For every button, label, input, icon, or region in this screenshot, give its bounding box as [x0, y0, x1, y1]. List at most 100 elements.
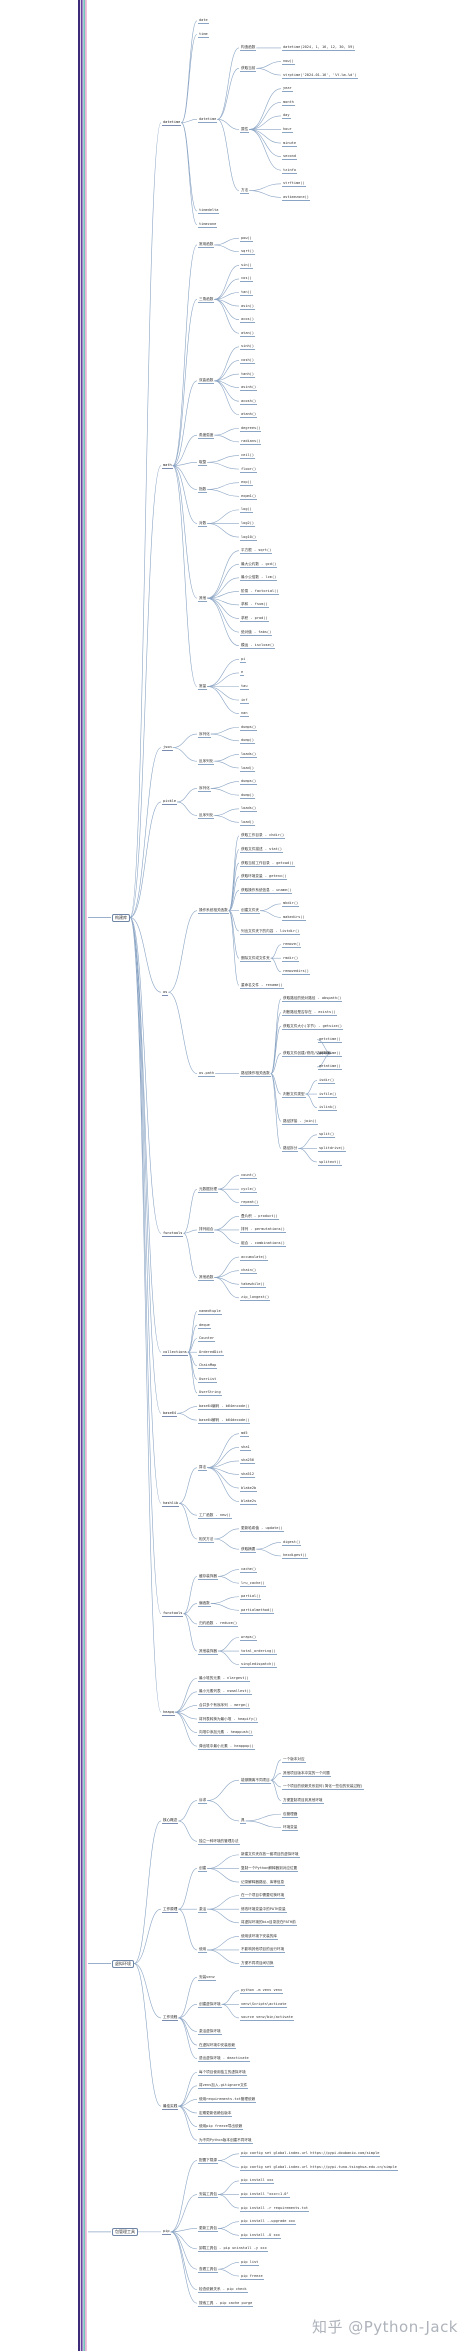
connector-line: [217, 2160, 240, 2168]
node-node: 路径拆分: [282, 1145, 299, 1152]
connector-line: [181, 34, 198, 123]
connector-line: [179, 1503, 198, 1540]
watermark: 知乎 @Python-Jack: [311, 2318, 458, 2336]
connector-line: [181, 118, 198, 123]
connector-line: [217, 1569, 240, 1577]
connector-line: [210, 726, 240, 735]
node-removedirs: removedirs(): [282, 969, 310, 976]
node-lru-cache: lru_cache(): [240, 1580, 266, 1587]
node-cos: cos(): [240, 276, 253, 283]
node-chainmap: ChainMap: [198, 1363, 218, 1370]
node-blake2s: blake2s: [240, 1499, 258, 1506]
node-hour: hour: [282, 126, 293, 133]
connector-line: [214, 428, 240, 436]
connector-line: [172, 434, 198, 467]
connector-line: [172, 244, 198, 467]
node-getsize: 获取文件大小(字节) - getsize(): [282, 1023, 344, 1030]
connector-line: [207, 455, 240, 463]
node-node: 角度弧度: [198, 432, 215, 439]
connector-line: [270, 1025, 282, 1074]
node-pip-config-set-global-index-url-https-pypi-tuna-tsinghua-edu-cn-simple: pip config set global.index-url https://…: [240, 2164, 398, 2171]
node-getcwd: 获取当前工作目录 - getcwd(): [240, 860, 295, 867]
connector-line: [183, 1233, 198, 1278]
node-update: 更新哈希值 - update(): [240, 1526, 284, 1533]
connector-line: [178, 1800, 198, 1822]
connector-line: [214, 265, 240, 300]
connector-line: [217, 2221, 240, 2229]
connector-line: [214, 1528, 240, 1540]
node-gcd: 最大公约数 - gcd(): [240, 561, 278, 568]
connector-line: [178, 2085, 198, 2107]
node-zip-longest: zip_longest(): [240, 1295, 271, 1302]
node-product: 叠片积 - product(): [240, 1213, 279, 1220]
connector-line: [249, 183, 282, 191]
connector-line: [187, 1324, 198, 1353]
node-year: year: [282, 86, 293, 93]
node-tau: tau: [240, 683, 249, 690]
connector-line: [214, 1277, 240, 1299]
connector-line: [214, 346, 240, 382]
node-join: 路径拼接 - join(): [282, 1118, 318, 1125]
connector-line: [214, 360, 240, 382]
connector-line: [270, 1053, 282, 1074]
node-node: 方便不同项目间切换: [240, 1961, 275, 1968]
node-node: 三角函数: [198, 296, 215, 303]
connector-line: [214, 299, 240, 334]
node-python-m-venv-venv: python -m venv venv: [240, 1988, 284, 1995]
connector-line: [207, 659, 240, 687]
node-node: 具: [240, 1818, 246, 1825]
node-node: 反序列化: [198, 813, 215, 820]
node-pip-cache-purge: 搜索工具 - pip cache purge: [198, 2300, 254, 2307]
node-accumulate: accumulate(): [240, 1254, 268, 1261]
connector-line: [217, 1576, 240, 1584]
connector-line: [207, 1936, 240, 1951]
node-path: 修改环境变量中的PATH变量: [240, 1906, 287, 1913]
connector-line: [214, 237, 240, 246]
connector-line: [214, 815, 240, 823]
connector-line: [228, 910, 240, 932]
node-cycle: cycle(): [240, 1186, 258, 1193]
connector-line: [259, 903, 282, 911]
node-date: date: [198, 18, 209, 25]
node-venv-scripts-activate: venv\Scripts\activate: [240, 2001, 288, 2008]
node-pip-list: pip list: [240, 2259, 260, 2266]
node-node: 查看工具包: [198, 2266, 218, 2273]
connector-line: [214, 1216, 240, 1231]
connector-line: [129, 747, 162, 918]
node-radians: radians(): [240, 439, 262, 446]
node-rename: 重命名文件 - rename(): [240, 982, 284, 989]
node-abspath: 获取路径的绝对路径 - abspath(): [282, 996, 343, 1003]
node-functools: functools: [162, 1611, 184, 1618]
node-dump: dump(): [240, 792, 255, 799]
connector-line: [256, 61, 282, 69]
node-node: 工作流程: [162, 2015, 179, 2022]
node-splitext: splitext(): [318, 1159, 342, 1166]
node-nsmallest: 最小元素列表 - nsmallest(): [198, 1689, 252, 1696]
node-exp: exp(): [240, 480, 253, 487]
connector-line: [133, 1963, 162, 2019]
connector-line: [170, 2160, 198, 2233]
connector-line: [221, 1990, 240, 2005]
connector-line: [187, 1351, 198, 1394]
connector-line: [207, 1433, 240, 1468]
node-ceil: ceil(): [240, 453, 255, 460]
connector-line: [172, 380, 198, 467]
node-pip-config-set-global-index-url-https-pypi-doubanio-com-simple: pip config set global.index-url https://…: [240, 2151, 381, 2158]
connector-line: [217, 2262, 240, 2270]
node-getatime: getatime(): [318, 1064, 342, 1071]
branch-node: 构建库: [112, 913, 130, 922]
connector-line: [217, 2153, 240, 2161]
node-mkdir: mkdir(): [282, 901, 300, 908]
node-pip-install-xxx-1-0: pip install "xxx>=1.0": [240, 2192, 290, 2199]
connector-line: [183, 1229, 198, 1234]
node-fabs: 绝对值 - fabs(): [240, 629, 273, 636]
node-node: 方法: [240, 188, 250, 195]
node-deactivate: 退出虚拟环境 - deactivate: [198, 2056, 250, 2063]
connector-line: [217, 2180, 240, 2195]
node-pip-install-upgrade-xxx: pip install --upgrade xxx: [240, 2219, 297, 2226]
connector-line: [217, 2268, 240, 2277]
node-node: 使用该环境下安装的库: [240, 1933, 278, 1940]
connector-line: [316, 1039, 332, 1054]
node-node: 诉求: [198, 1798, 208, 1805]
